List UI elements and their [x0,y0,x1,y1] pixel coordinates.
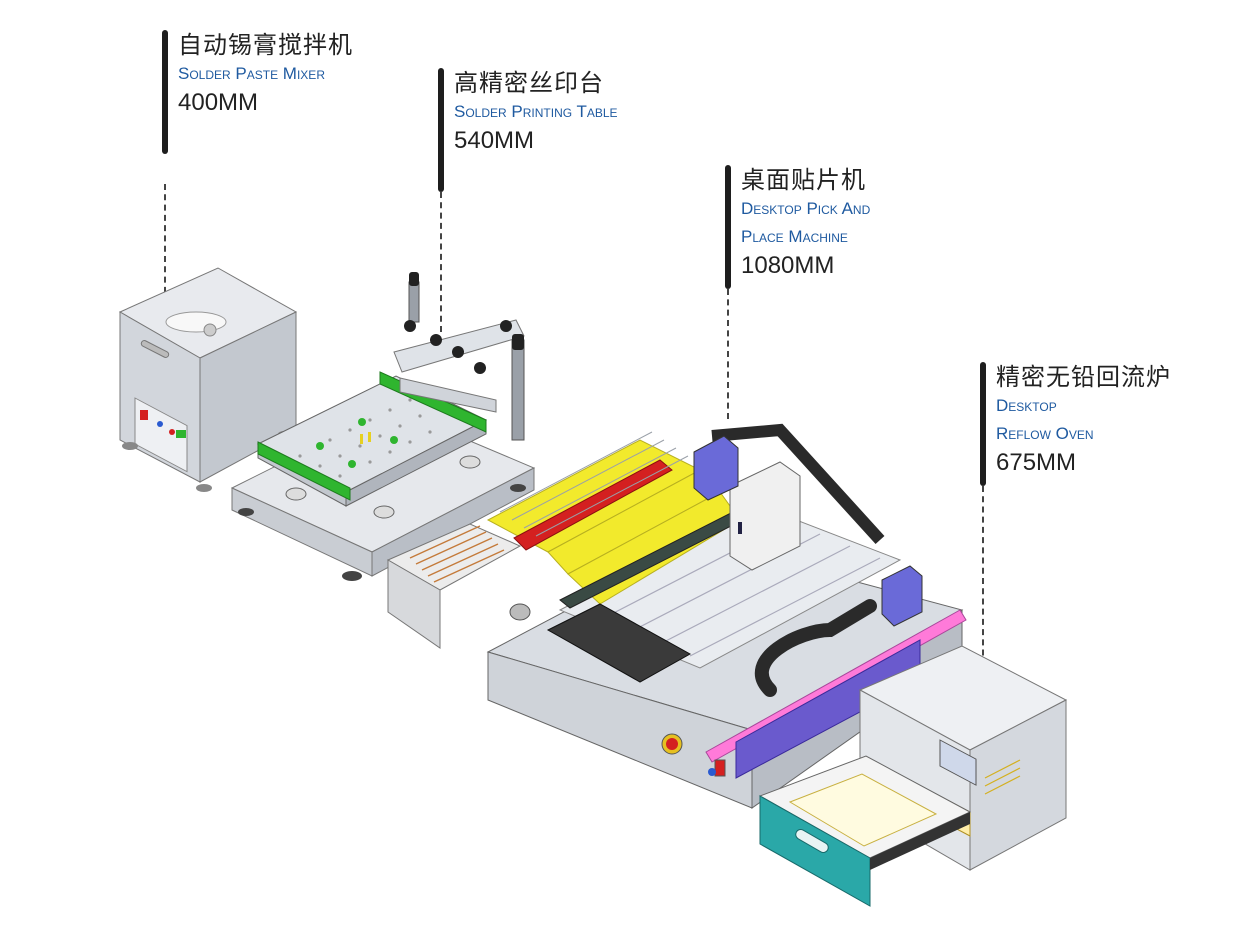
callout-bar [162,30,168,154]
callout-bar [438,68,444,192]
printer-title-en: Solder Printing Table [454,102,618,121]
mixer-title-cn: 自动锡膏搅拌机 [178,31,353,59]
pnp-size: 1080MM [741,252,835,279]
pnp-title-cn: 桌面贴片机 [741,166,866,194]
pnp-title-en-line2: Place Machine [741,227,848,246]
oven-title-en-line2: Reflow Oven [996,424,1094,443]
pnp-title-en-line1: Desktop Pick And [741,199,871,218]
pick-and-place-machine-illustration [386,423,967,809]
callout-bar [725,165,731,289]
leader-line [164,184,166,334]
oven-size: 675MM [996,449,1077,476]
leader-line [982,486,984,676]
solder-printing-table-illustration [230,272,536,581]
reflow-oven-illustration [758,645,1068,907]
printer-title-cn: 高精密丝印台 [454,69,604,97]
leader-line [727,289,729,419]
oven-title-en-line1: Desktop [996,396,1057,415]
callout-bar [980,362,986,486]
leader-line [440,192,442,332]
mixer-title-en: Solder Paste Mixer [178,64,325,83]
printer-size: 540MM [454,127,535,154]
oven-title-cn: 精密无铅回流炉 [996,363,1171,391]
mixer-size: 400MM [178,89,259,116]
